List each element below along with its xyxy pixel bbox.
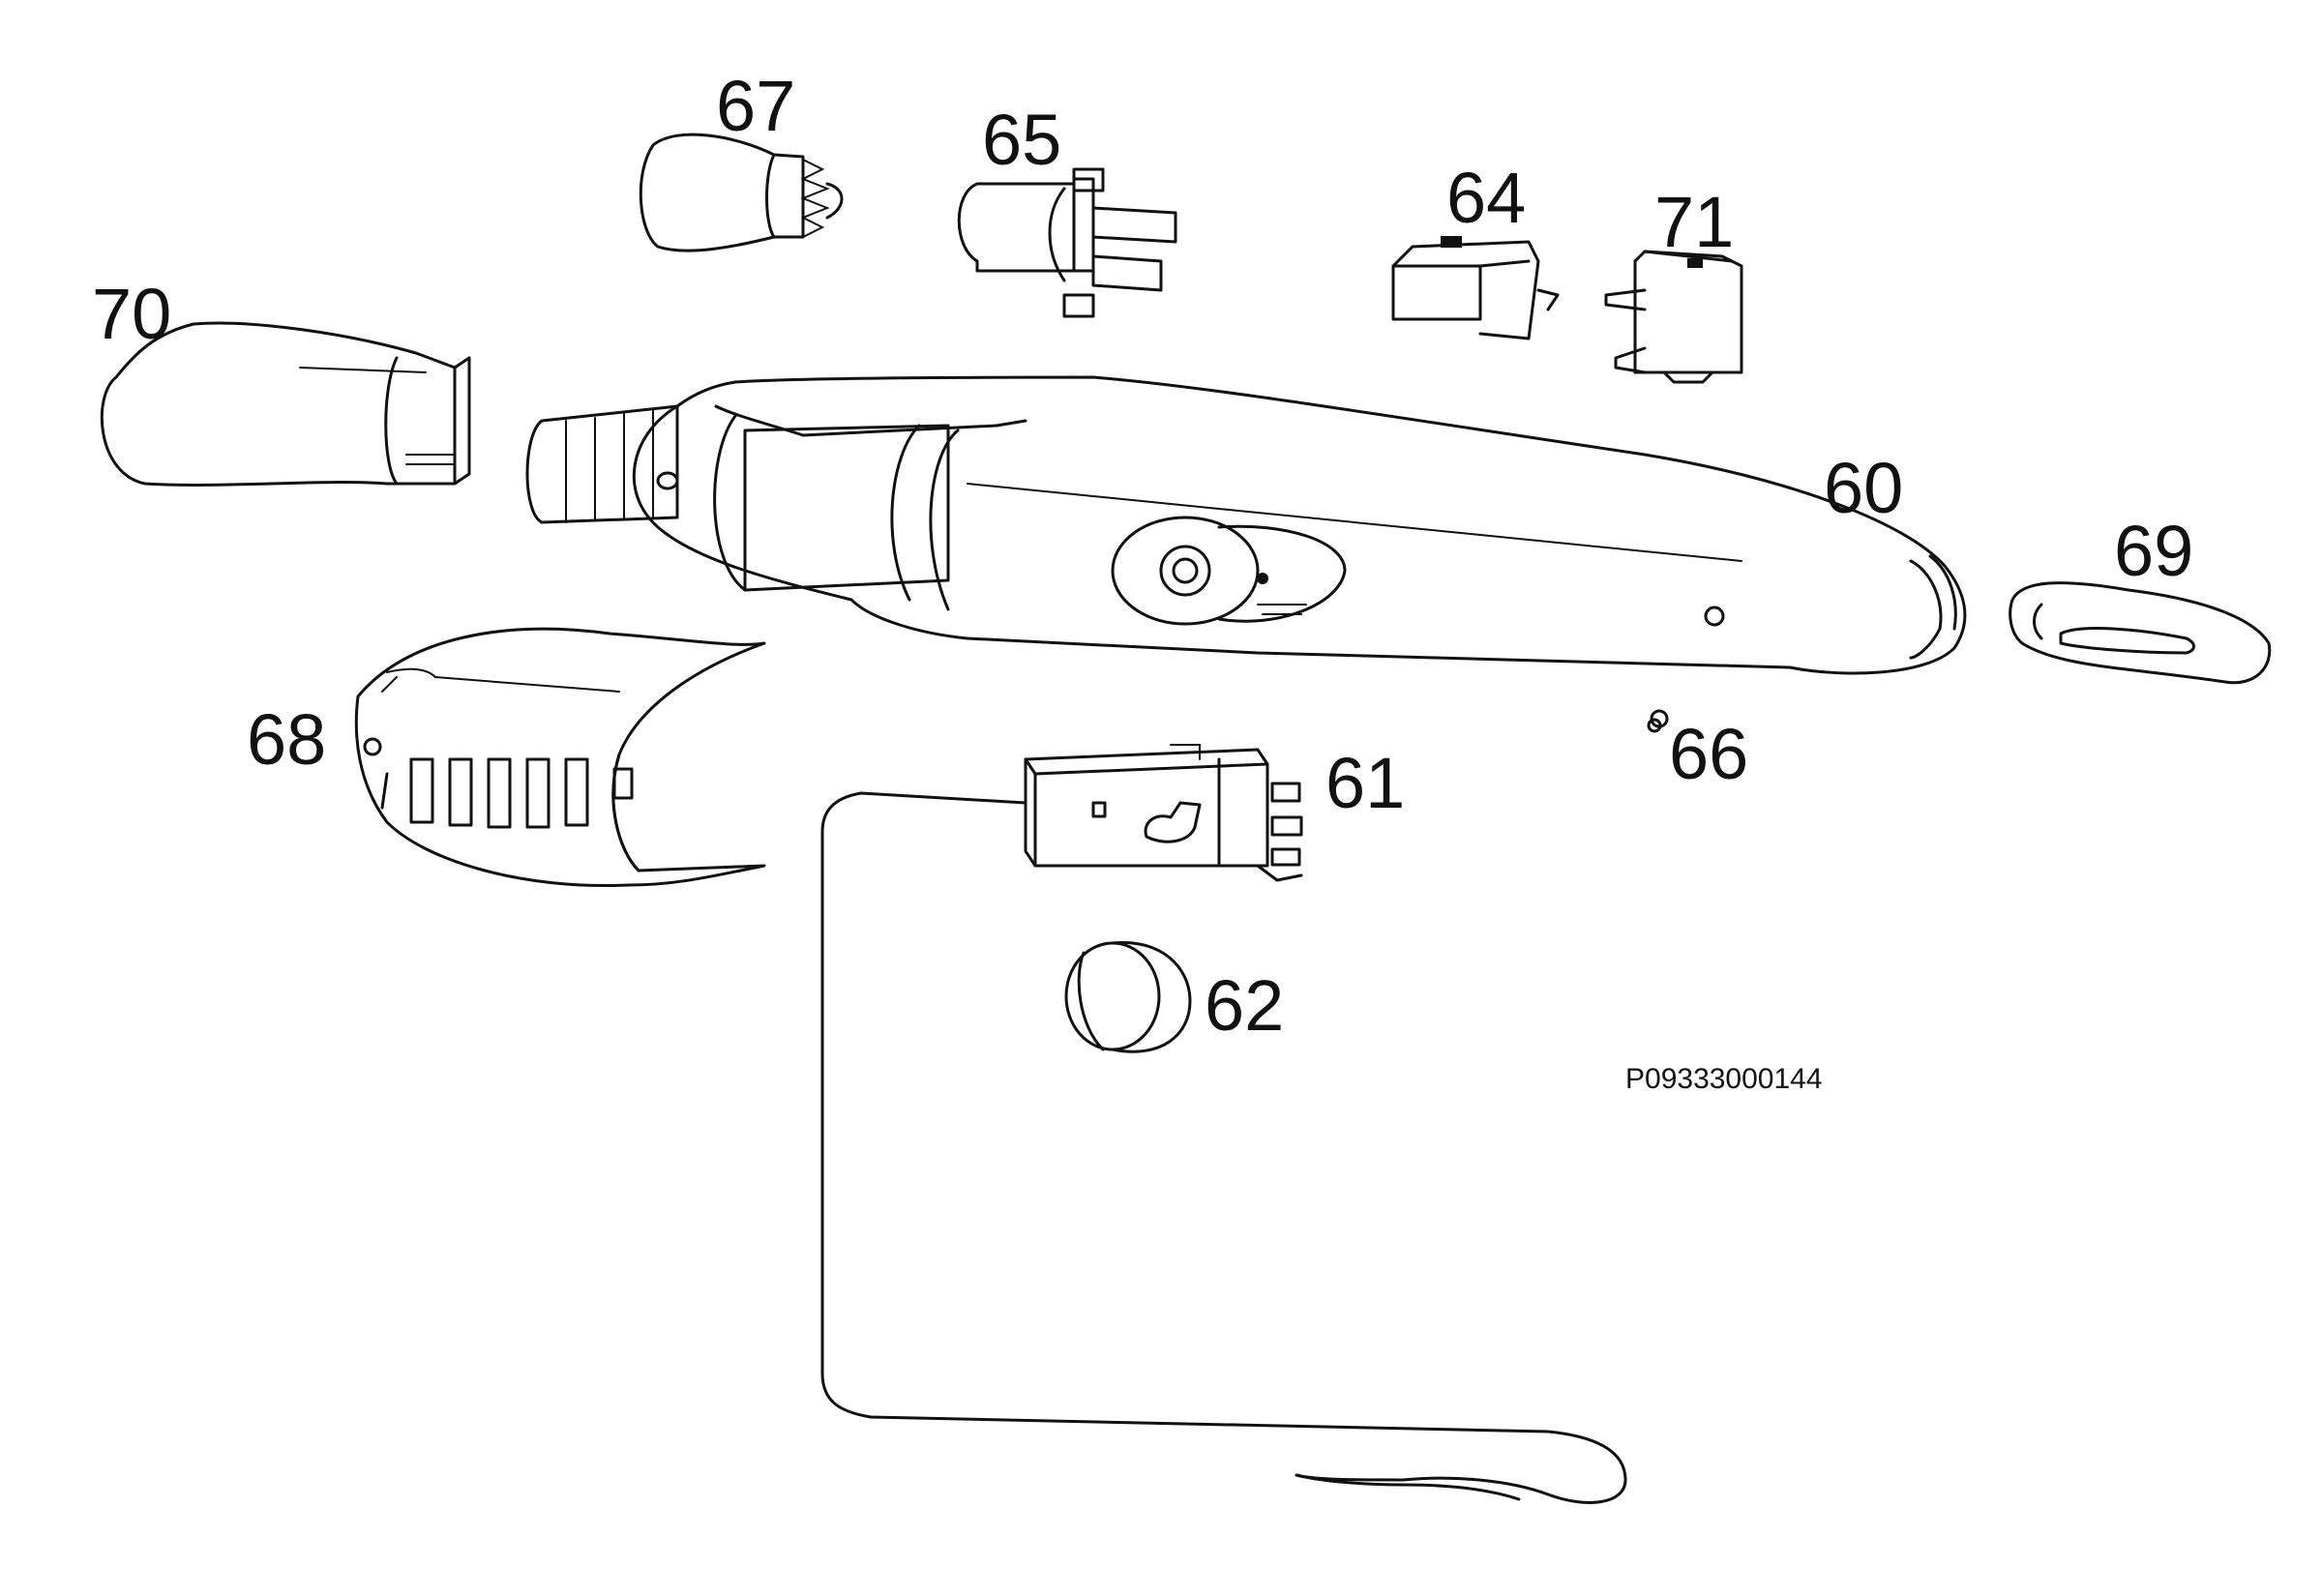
label-part-70: 70: [92, 274, 171, 354]
label-part-65: 65: [982, 100, 1061, 180]
label-part-71: 71: [1654, 182, 1734, 262]
part-67-lamp-bulb: [639, 133, 844, 252]
part-69-lens-cap: [2009, 581, 2272, 685]
part-70-end-cover: [100, 321, 471, 487]
label-part-61: 61: [1325, 743, 1405, 823]
label-part-67: 67: [716, 66, 795, 146]
part-60-main-housing: [525, 375, 1967, 675]
label-part-69: 69: [2114, 511, 2193, 591]
label-part-62: 62: [1205, 965, 1284, 1046]
label-part-66: 66: [1669, 714, 1748, 794]
part-65-lamp-holder: [957, 167, 1177, 318]
part-71-switch-bracket: [1604, 250, 1743, 384]
part-64-switch: [1391, 236, 1560, 340]
label-part-60: 60: [1824, 448, 1903, 528]
part-66-screw: [1647, 709, 1669, 733]
drawing-code: P09333000144: [1625, 1063, 1823, 1095]
part-61-thermostat: [820, 744, 1627, 1504]
part-62-knob: [1064, 940, 1192, 1053]
part-68-lamp-cover: [354, 627, 766, 888]
label-part-68: 68: [247, 699, 326, 780]
label-part-64: 64: [1446, 158, 1526, 238]
